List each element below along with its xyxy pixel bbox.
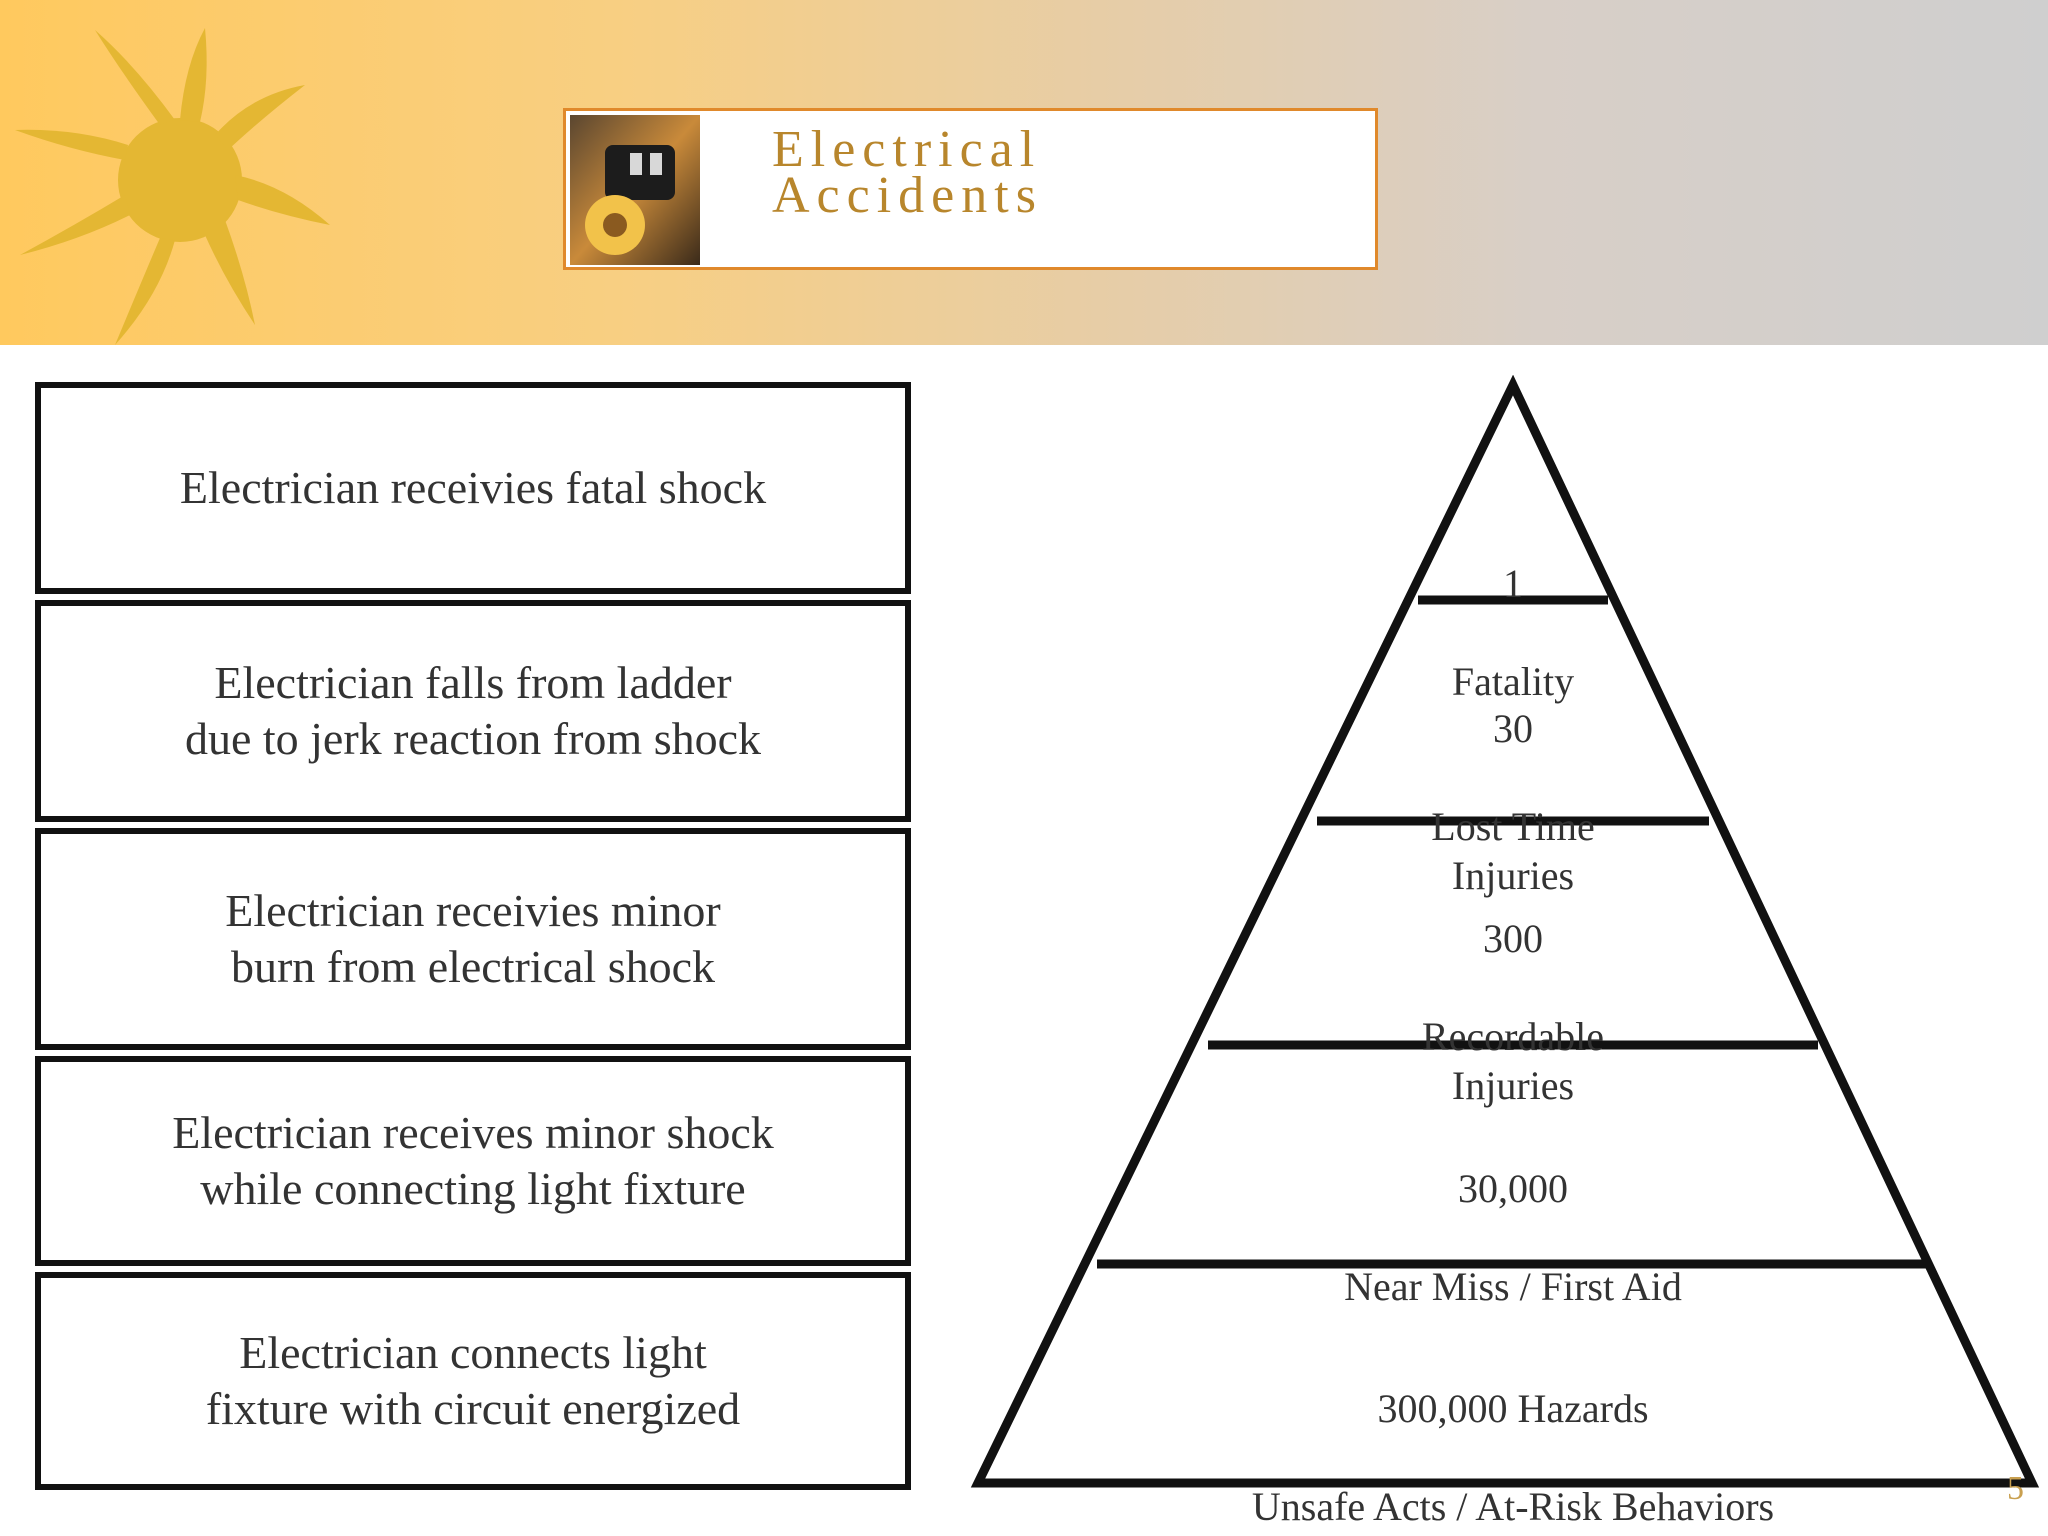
pyramid-count: 300,000 Hazards [1377, 1386, 1649, 1431]
pyramid-count: 30,000 [1458, 1166, 1568, 1211]
pyramid-count: 300 [1483, 916, 1543, 961]
pyramid-count: 1 [1503, 561, 1523, 606]
pyramid-label: Recordable Injuries [1421, 1014, 1605, 1108]
pyramid-label: Fatality [1451, 659, 1575, 704]
electrical-plug-photo [570, 115, 700, 265]
chain-box-fatal: Electrician receivies fatal shock [35, 382, 911, 594]
pyramid-tier-fatality: 1 Fatality [1393, 510, 1633, 755]
chain-box-minor-shock: Electrician receives minor shock while c… [35, 1056, 911, 1266]
pyramid-tier-near-miss: 30,000 Near Miss / First Aid [1213, 1115, 1813, 1360]
chain-box-energized: Electrician connects light fixture with … [35, 1272, 911, 1490]
pyramid-label: Unsafe Acts / At-Risk Behaviors [1251, 1484, 1775, 1529]
slide-title: Electrical Accidents [772, 121, 1043, 224]
pyramid-tier-lost-time: 30 Lost Time Injuries [1353, 655, 1673, 949]
pyramid-outline [970, 374, 2040, 1488]
sun-logo [15, 28, 330, 345]
pyramid-count: 30 [1493, 706, 1533, 751]
safety-pyramid: 1 Fatality 30 Lost Time Injuries 300 Rec… [960, 374, 2040, 1529]
chain-box-fall: Electrician falls from ladder due to jer… [35, 600, 911, 822]
chain-box-burn: Electrician receivies minor burn from el… [35, 828, 911, 1050]
pyramid-tier-recordable: 300 Recordable Injuries [1313, 865, 1713, 1159]
title-box: Electrical Accidents [563, 108, 1378, 270]
page-number: 5 [2007, 1470, 2024, 1507]
pyramid-label: Lost Time Injuries [1431, 804, 1595, 898]
chain-of-events: Electrician receivies fatal shock Electr… [35, 382, 911, 1490]
pyramid-tier-hazards: 300,000 Hazards Unsafe Acts / At-Risk Be… [1113, 1335, 1913, 1536]
header-banner: Electrical Accidents [0, 0, 2048, 345]
pyramid-label: Near Miss / First Aid [1344, 1264, 1682, 1309]
